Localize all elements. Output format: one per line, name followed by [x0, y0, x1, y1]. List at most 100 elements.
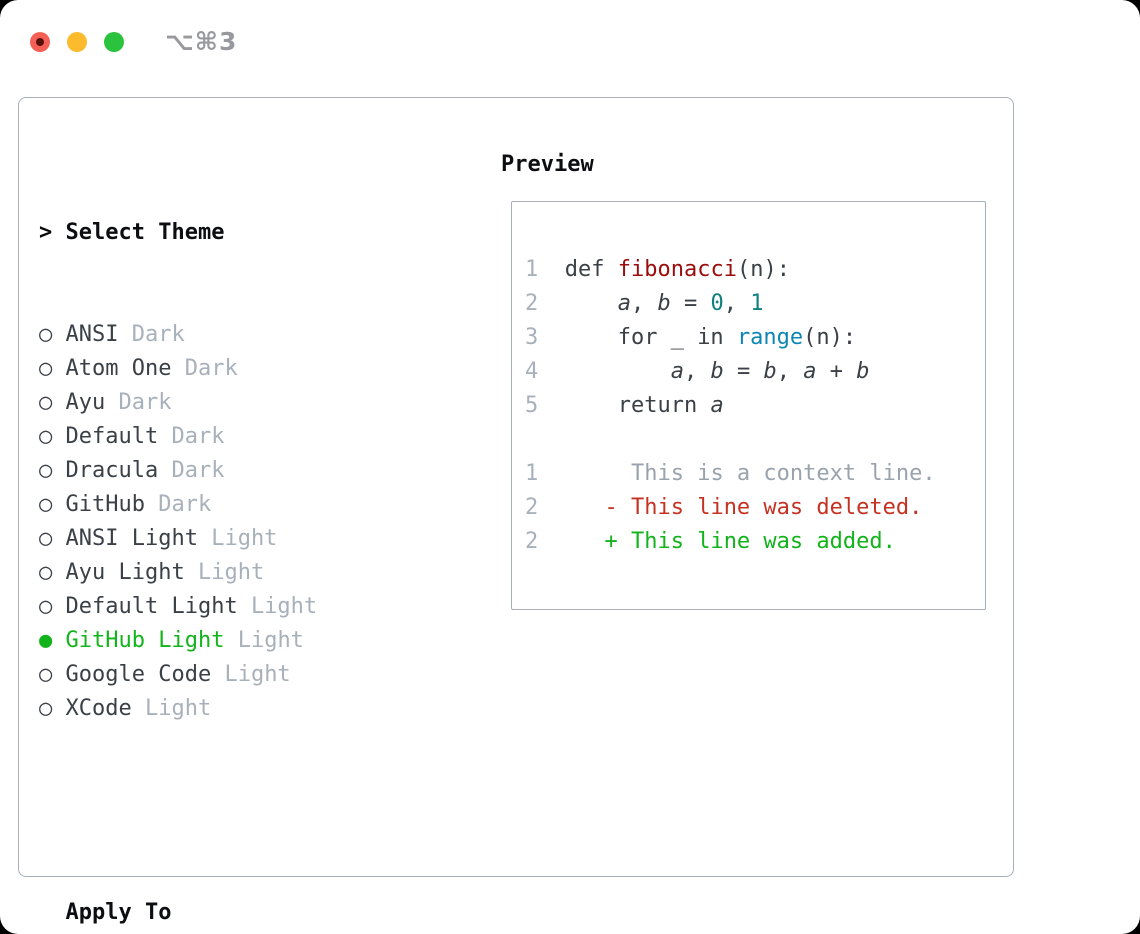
line-number: 1: [525, 257, 539, 282]
apply-to-label: Apply To: [65, 900, 172, 925]
theme-option-google-code[interactable]: ○ Google Code Light: [39, 658, 410, 692]
theme-option-ayu[interactable]: ○ Ayu Dark: [39, 386, 410, 420]
line-number: 2: [525, 529, 539, 554]
radio-icon: ○: [39, 458, 53, 483]
theme-name: Google Code: [65, 662, 212, 687]
theme-option-default-light[interactable]: ○ Default Light Light: [39, 590, 410, 624]
theme-options-list: ○ ANSI Dark○ Atom One Dark○ Ayu Dark○ De…: [39, 318, 410, 726]
theme-name: GitHub Light: [65, 628, 225, 653]
close-button[interactable]: [30, 31, 50, 52]
theme-variant: Dark: [184, 356, 238, 381]
theme-option-xcode[interactable]: ○ XCode Light: [39, 692, 410, 726]
apply-to-header: Apply To: [39, 896, 410, 930]
theme-variant: Dark: [171, 458, 225, 483]
theme-option-default[interactable]: ○ Default Dark: [39, 420, 410, 454]
theme-name: XCode: [65, 696, 132, 721]
code-segment-variable: b: [856, 359, 870, 384]
theme-variant: Light: [144, 696, 212, 721]
code-segment-number: 0: [710, 291, 724, 316]
code-segment-plain: =: [723, 359, 764, 384]
line-number: 1: [525, 461, 539, 486]
code-segment-number: 1: [750, 291, 764, 316]
code-segment-builtin: range: [736, 325, 804, 350]
code-line: 5 return a: [525, 389, 936, 423]
code-segment-plain: [538, 529, 604, 554]
titlebar: ⌥⌘3: [30, 27, 237, 56]
radio-icon: ○: [39, 594, 53, 619]
theme-option-atom-one[interactable]: ○ Atom One Dark: [39, 352, 410, 386]
code-segment-variable: a: [803, 359, 817, 384]
theme-option-dracula[interactable]: ○ Dracula Dark: [39, 454, 410, 488]
code-segment-variable: b: [763, 359, 777, 384]
code-line: 1 This is a context line.: [525, 457, 936, 491]
code-segment-variable: b: [710, 359, 724, 384]
code-segment-plain: ,: [723, 291, 751, 316]
select-theme-header: > Select Theme: [39, 216, 410, 250]
theme-name: ANSI: [65, 322, 119, 347]
code-segment-variable: a: [710, 393, 724, 418]
code-segment-plain: (n):: [803, 325, 857, 350]
code-segment-variable: b: [657, 291, 671, 316]
radio-icon: ○: [39, 526, 53, 551]
theme-dialog-panel: > Select Theme ○ ANSI Dark○ Atom One Dar…: [18, 97, 1014, 925]
radio-icon: ○: [39, 662, 53, 687]
radio-icon: ○: [39, 356, 53, 381]
theme-name: Atom One: [65, 356, 172, 381]
theme-variant: Dark: [158, 492, 212, 517]
theme-variant: Light: [197, 560, 265, 585]
code-segment-plain: (n):: [736, 257, 790, 282]
line-number: 2: [525, 291, 539, 316]
theme-variant: Dark: [131, 322, 185, 347]
code-segment-plain: +: [816, 359, 857, 384]
spacer-row: [39, 794, 410, 828]
code-segment-plain: [538, 291, 617, 316]
selected-radio-icon: ●: [39, 628, 53, 653]
code-segment-plain: [538, 495, 604, 520]
theme-option-ansi-light[interactable]: ○ ANSI Light Light: [39, 522, 410, 556]
theme-option-ansi[interactable]: ○ ANSI Dark: [39, 318, 410, 352]
theme-variant: Light: [211, 526, 278, 551]
code-line: 3 for _ in range(n):: [525, 321, 936, 355]
code-line: 2 - This line was deleted.: [525, 491, 936, 525]
code-segment-plain: return: [538, 393, 711, 418]
theme-option-ayu-light[interactable]: ○ Ayu Light Light: [39, 556, 410, 590]
theme-variant: Dark: [171, 424, 225, 449]
theme-option-github[interactable]: ○ GitHub Dark: [39, 488, 410, 522]
theme-name: Ayu Light: [65, 560, 185, 585]
code-segment-plain: =: [670, 291, 711, 316]
code-segment-function: fibonacci: [617, 257, 737, 282]
code-segment-context: This is a context line.: [630, 461, 936, 486]
code-segment-variable: a: [617, 291, 631, 316]
theme-name: ANSI Light: [65, 526, 198, 551]
theme-name: Default Light: [65, 594, 238, 619]
code-segment-plain: ,: [630, 291, 658, 316]
code-segment-plain: def: [538, 257, 618, 282]
radio-icon: ○: [39, 390, 53, 415]
code-line: 2 a, b = 0, 1: [525, 287, 936, 321]
zoom-button[interactable]: [104, 31, 124, 52]
radio-icon: ○: [39, 696, 53, 721]
theme-variant: Dark: [118, 390, 172, 415]
line-number: 2: [525, 495, 539, 520]
code-segment-plain: for _ in: [538, 325, 737, 350]
theme-name: Default: [65, 424, 159, 449]
code-line: 1 def fibonacci(n):: [525, 253, 936, 287]
theme-variant: Light: [250, 594, 318, 619]
focus-caret: >: [39, 220, 53, 245]
code-line: [525, 423, 936, 457]
line-number: 5: [525, 393, 539, 418]
select-theme-label: Select Theme: [65, 220, 225, 245]
theme-picker-column: > Select Theme ○ ANSI Dark○ Atom One Dar…: [39, 148, 410, 934]
code-line: 2 + This line was added.: [525, 525, 936, 559]
theme-name: Dracula: [65, 458, 159, 483]
code-segment-plain: [538, 359, 670, 384]
theme-option-github-light[interactable]: ● GitHub Light Light: [39, 624, 410, 658]
minimize-button[interactable]: [67, 31, 87, 52]
code-segment-plain: ,: [776, 359, 804, 384]
radio-icon: ○: [39, 322, 53, 347]
preview-title: Preview: [501, 152, 594, 177]
